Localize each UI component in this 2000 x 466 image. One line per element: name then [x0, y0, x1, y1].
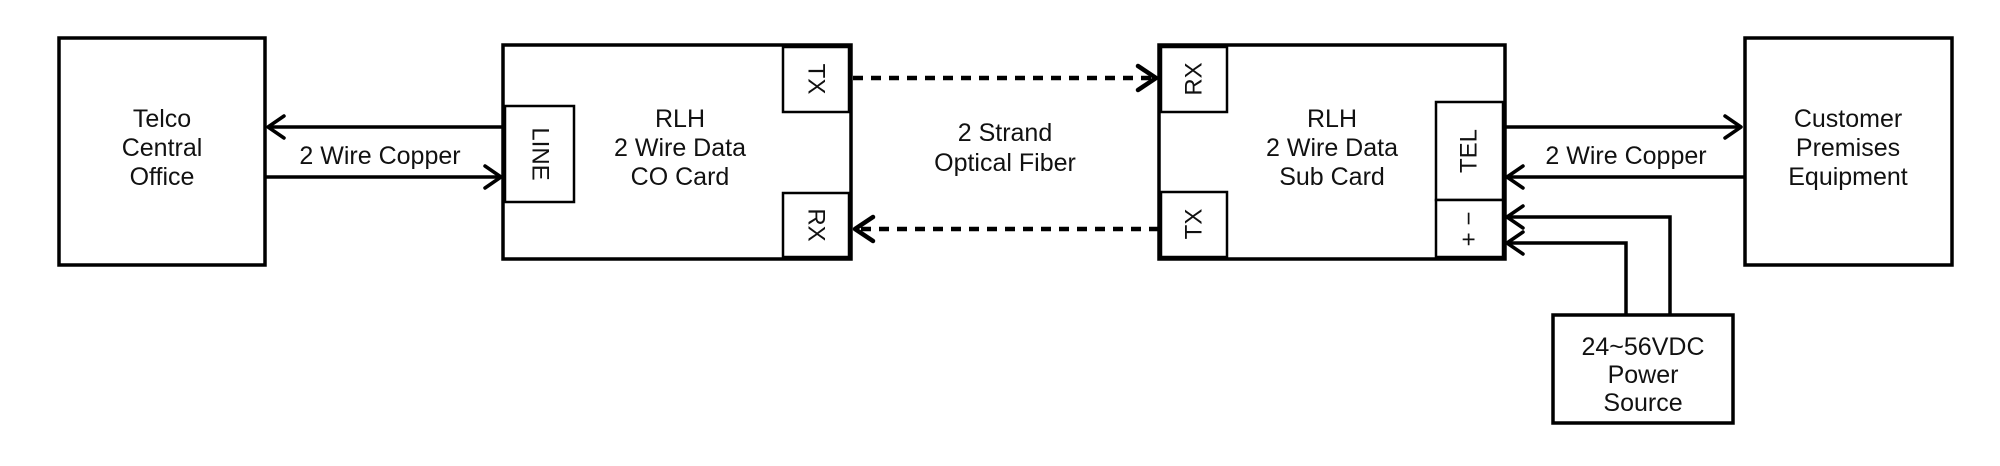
power-label-line-1: 24~56VDC: [1582, 333, 1705, 361]
right-copper-arrowhead-to-cpe: [1723, 114, 1743, 140]
co-tx-port: [781, 45, 851, 114]
sub-power-port-label: + −: [1456, 212, 1483, 247]
co-card-label-line-3: CO Card: [631, 163, 730, 191]
co-rx-port-label: RX: [803, 208, 830, 241]
sub-card-label-line-3: Sub Card: [1279, 163, 1385, 191]
fiber-label-line-2: Optical Fiber: [934, 149, 1076, 177]
power-label-line-3: Source: [1603, 389, 1682, 417]
sub-card-node: RLH 2 Wire Data Sub Card RX TX TEL + −: [1157, 43, 1507, 261]
right-copper-label: 2 Wire Copper: [1545, 142, 1706, 170]
power-label-line-2: Power: [1608, 361, 1679, 389]
fiber-arrowhead-to-sub-rx: [1135, 63, 1159, 93]
sub-card-label-line-2: 2 Wire Data: [1266, 134, 1398, 162]
power-source-node: 24~56VDC Power Source: [1551, 313, 1735, 425]
co-line-port-label: LINE: [527, 127, 554, 180]
left-copper-link: 2 Wire Copper: [265, 114, 505, 190]
customer-premises-equipment-node: Customer Premises Equipment: [1743, 36, 1954, 267]
sub-rx-port: [1159, 45, 1229, 114]
power-feed-link: [1505, 204, 1672, 315]
co-line-port: [503, 104, 576, 204]
sub-card-label-line-1: RLH: [1307, 105, 1357, 133]
fiber-label-line-1: 2 Strand: [958, 119, 1053, 147]
right-copper-link: 2 Wire Copper: [1503, 114, 1745, 190]
sub-power-port: [1434, 198, 1505, 259]
sub-rx-port-label: RX: [1181, 62, 1208, 95]
left-copper-arrowhead-to-telco: [266, 114, 286, 140]
power-feed-arrowhead-inner: [1505, 230, 1525, 256]
sub-tx-port: [1159, 190, 1229, 259]
co-card-label-line-2: 2 Wire Data: [614, 134, 746, 162]
optical-fiber-link: 2 Strand Optical Fiber: [852, 63, 1159, 244]
co-tx-port-label: TX: [803, 64, 830, 95]
sub-tel-port-label: TEL: [1456, 129, 1483, 173]
left-copper-arrowhead-to-co-card: [483, 164, 503, 190]
co-card-label-line-1: RLH: [655, 105, 705, 133]
co-rx-port: [781, 191, 851, 259]
telco-label-line-2: Central: [122, 134, 203, 162]
fiber-arrowhead-to-co-rx: [852, 214, 876, 244]
power-feed-wire-outer: [1507, 215, 1672, 315]
left-copper-label: 2 Wire Copper: [299, 142, 460, 170]
sub-tx-port-label: TX: [1181, 209, 1208, 240]
power-feed-arrowhead-outer: [1505, 204, 1525, 230]
power-feed-wire-inner: [1507, 241, 1628, 315]
cpe-label-line-3: Equipment: [1788, 163, 1908, 191]
cpe-label-line-1: Customer: [1794, 105, 1902, 133]
cpe-label-line-2: Premises: [1796, 134, 1900, 162]
telco-central-office-node: Telco Central Office: [57, 36, 267, 267]
telco-label-line-1: Telco: [133, 105, 191, 133]
right-copper-arrowhead-to-sub-card: [1505, 164, 1525, 190]
telco-label-line-3: Office: [130, 163, 195, 191]
co-card-node: RLH 2 Wire Data CO Card LINE TX RX: [501, 43, 853, 261]
